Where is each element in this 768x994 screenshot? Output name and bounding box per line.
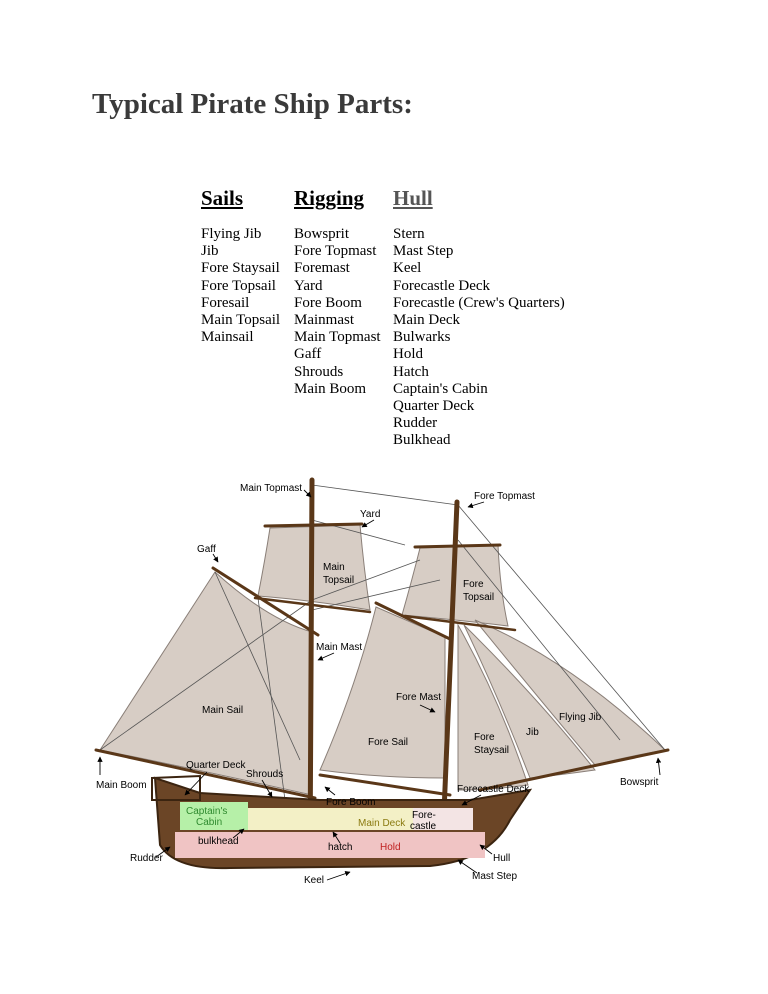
fore-gaff — [374, 601, 454, 642]
label-mast-step: Mast Step — [472, 871, 517, 882]
list-item: Mainsail — [201, 329, 254, 346]
label-main-sail: Main Sail — [202, 705, 243, 716]
list-item: Mainmast — [294, 312, 354, 329]
fore-yard — [413, 543, 502, 549]
list-item: Keel — [393, 260, 422, 277]
list-item: Bulwarks — [393, 329, 451, 346]
label-fore-topsail-2: Topsail — [463, 592, 494, 603]
label-main-topsail-1: Main — [323, 562, 345, 573]
pirate-ship-diagram: Main Topmast Yard Fore Topmast Gaff Main… — [94, 477, 670, 886]
list-item: Fore Topsail — [201, 277, 276, 294]
list-item: Stern — [393, 226, 425, 242]
list-item: Foremast — [294, 260, 350, 277]
label-quarter-deck: Quarter Deck — [186, 760, 246, 771]
main-lower-yard — [253, 596, 372, 614]
list-item: Forecastle (Crew's Quarters) — [393, 294, 565, 311]
label-hatch: hatch — [328, 842, 352, 853]
rigging-column: Rigging Bowsprit Fore Topmast Foremast Y… — [294, 184, 381, 398]
label-fore-staysail-2: Staysail — [474, 745, 509, 756]
main-gaff — [211, 566, 320, 637]
fore-staysail-shape — [457, 623, 529, 791]
list-item: Hatch — [393, 363, 429, 380]
label-shrouds: Shrouds — [246, 769, 283, 780]
label-jib: Jib — [526, 727, 539, 738]
list-item: Bowsprit — [294, 226, 350, 242]
list-item: Bulkhead — [393, 432, 451, 449]
label-main-topsail-2: Topsail — [323, 575, 354, 586]
label-fore-topmast: Fore Topmast — [474, 491, 535, 502]
list-item: Shrouds — [294, 363, 344, 380]
label-flying-jib: Flying Jib — [559, 712, 602, 723]
list-item: Rudder — [393, 415, 438, 432]
sails-column: Sails Flying Jib Jib Fore Staysail Fore … — [201, 184, 280, 346]
rigging-list: Bowsprit Fore Topmast Foremast Yard Fore… — [294, 226, 381, 398]
pointer-arrows — [97, 489, 662, 881]
label-fore-staysail-1: Fore — [474, 732, 495, 743]
label-yard: Yard — [360, 509, 380, 520]
page-title: Typical Pirate Ship Parts: — [92, 88, 413, 120]
main-yard — [263, 522, 364, 528]
hull-list: Stern Mast Step Keel Forecastle Deck For… — [393, 226, 565, 450]
list-item: Quarter Deck — [393, 398, 475, 415]
label-captains-2: Cabin — [196, 817, 222, 828]
sails-header: Sails — [201, 186, 244, 210]
list-item: Yard — [294, 277, 323, 294]
label-forecastle-2: castle — [410, 821, 437, 832]
list-item: Forecastle Deck — [393, 277, 491, 294]
label-main-topmast: Main Topmast — [240, 483, 302, 494]
fore-lower-yard — [403, 614, 517, 632]
list-item: Fore Topmast — [294, 243, 377, 260]
stern-rail — [151, 774, 201, 801]
label-forecastle-deck: Forecastle Deck — [457, 784, 530, 795]
hull-header: Hull — [393, 186, 433, 210]
list-item: Main Boom — [294, 380, 367, 397]
label-forecastle-1: Fore- — [412, 810, 436, 821]
label-main-boom: Main Boom — [96, 780, 147, 791]
fore-boom — [318, 773, 452, 797]
label-fore-topsail-1: Fore — [463, 579, 484, 590]
hull — [151, 774, 533, 870]
label-fore-boom: Fore Boom — [326, 797, 375, 808]
list-item: Hold — [393, 346, 423, 363]
label-bowsprit: Bowsprit — [620, 777, 659, 788]
list-item: Mast Step — [393, 243, 454, 260]
list-item: Gaff — [294, 346, 322, 363]
list-item: Main Deck — [393, 312, 461, 329]
label-fore-sail: Fore Sail — [368, 737, 408, 748]
label-bulkhead: bulkhead — [198, 836, 239, 847]
label-hull: Hull — [493, 853, 510, 864]
list-item: Jib — [201, 243, 219, 260]
list-item: Main Topmast — [294, 329, 381, 346]
label-hold: Hold — [380, 842, 401, 853]
label-main-mast: Main Mast — [316, 642, 362, 653]
list-item: Captain's Cabin — [393, 380, 488, 397]
list-item: Fore Boom — [294, 294, 362, 311]
list-item: Flying Jib — [201, 226, 262, 242]
diagram-labels: Main Topmast Yard Fore Topmast Gaff Main… — [96, 483, 659, 886]
label-gaff: Gaff — [197, 544, 216, 555]
list-item: Fore Staysail — [201, 260, 280, 277]
label-main-deck: Main Deck — [358, 818, 406, 829]
bowsprit — [478, 748, 670, 792]
label-captains-1: Captain's — [186, 806, 227, 817]
hull-column: Hull Stern Mast Step Keel Forecastle Dec… — [393, 184, 565, 450]
label-keel: Keel — [304, 875, 324, 886]
label-rudder: Rudder — [130, 853, 163, 864]
jib-shape — [463, 624, 596, 779]
label-fore-mast: Fore Mast — [396, 692, 441, 703]
rigging-header: Rigging — [294, 186, 365, 210]
list-item: Main Topsail — [201, 312, 281, 329]
sails — [99, 524, 667, 796]
fore-sail-shape — [319, 606, 446, 779]
sails-list: Flying Jib Jib Fore Staysail Fore Topsai… — [201, 226, 280, 346]
list-item: Foresail — [201, 294, 250, 311]
